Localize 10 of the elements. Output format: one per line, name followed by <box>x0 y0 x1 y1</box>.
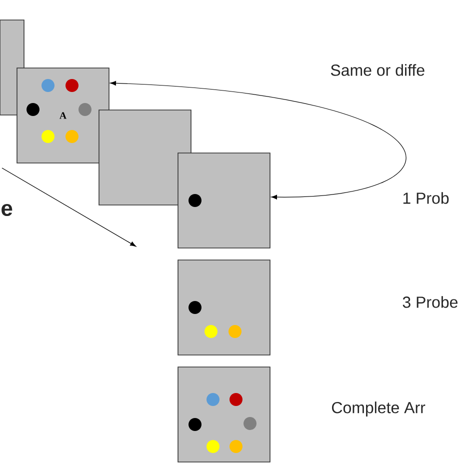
text-label: Same or diffe <box>330 64 424 76</box>
curved-arrow <box>110 80 406 200</box>
stimulus-frame <box>98 110 192 206</box>
text-label: e <box>2 204 12 216</box>
stimulus-frame <box>178 366 270 462</box>
text-label: 1 Prob <box>403 192 449 204</box>
stimulus-frame <box>178 152 270 248</box>
text-label: 3 Probe <box>402 296 458 308</box>
stimulus-frame <box>178 260 270 356</box>
text-label: Complete Arr <box>332 402 426 416</box>
